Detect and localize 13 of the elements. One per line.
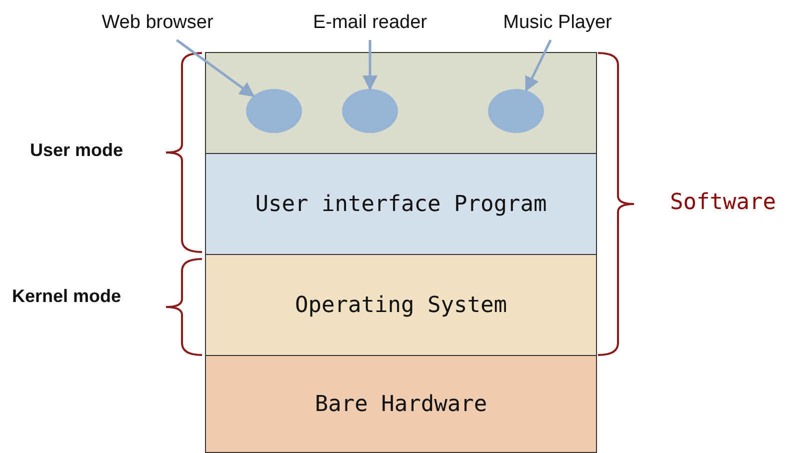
- mode-label: Kernel mode: [12, 286, 122, 307]
- layer-band: Bare Hardware: [205, 355, 597, 453]
- app-label: Music Player: [495, 12, 620, 40]
- app-label: Web browser: [95, 12, 220, 40]
- layer-band: User interface Program: [205, 153, 597, 255]
- bracket-label: Software: [670, 190, 776, 215]
- app-label: E-mail reader: [305, 12, 435, 40]
- arrow: [362, 40, 378, 90]
- layer-band: [205, 52, 597, 154]
- mode-label: User mode: [30, 140, 124, 161]
- arrow: [176, 38, 255, 98]
- app-ellipse: [246, 89, 302, 133]
- layer-band: Operating System: [205, 254, 597, 356]
